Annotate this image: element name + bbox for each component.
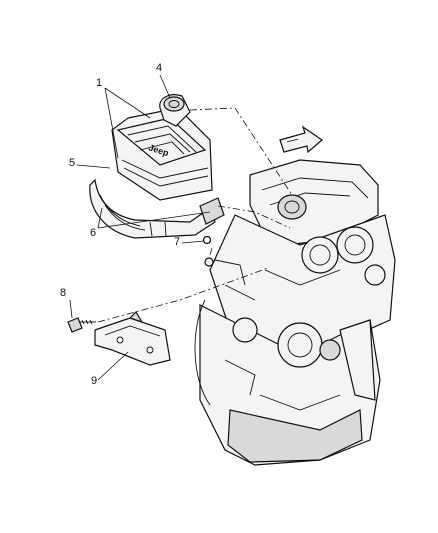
install-path-4	[189, 107, 293, 196]
callout-8: 8	[60, 287, 67, 299]
leader-6b	[97, 211, 211, 229]
install-path-6	[217, 205, 291, 229]
install-path-7	[209, 247, 213, 256]
leader-8	[69, 299, 73, 319]
callout-9: 9	[91, 375, 98, 387]
leader-1a	[104, 87, 151, 119]
callout-7: 7	[174, 236, 181, 248]
leader-4	[159, 74, 171, 99]
callout-6: 6	[90, 227, 97, 239]
mounting-bracket	[94, 311, 171, 366]
air-outlet-hose	[89, 178, 225, 239]
fastener-clip	[202, 235, 214, 267]
callout-4: 4	[156, 62, 163, 74]
leader-1b	[104, 87, 119, 159]
engine-assembly	[194, 159, 396, 466]
callout-1: 1	[96, 77, 103, 89]
callout-5: 5	[69, 157, 76, 169]
leader-6a	[97, 207, 103, 229]
bolt	[67, 317, 96, 333]
leader-5	[76, 164, 111, 169]
air-cleaner-housing	[111, 107, 213, 201]
leader-7	[181, 240, 205, 244]
leader-9	[97, 351, 129, 381]
direction-arrow-icon	[279, 125, 323, 154]
air-inlet-duct	[159, 94, 191, 127]
